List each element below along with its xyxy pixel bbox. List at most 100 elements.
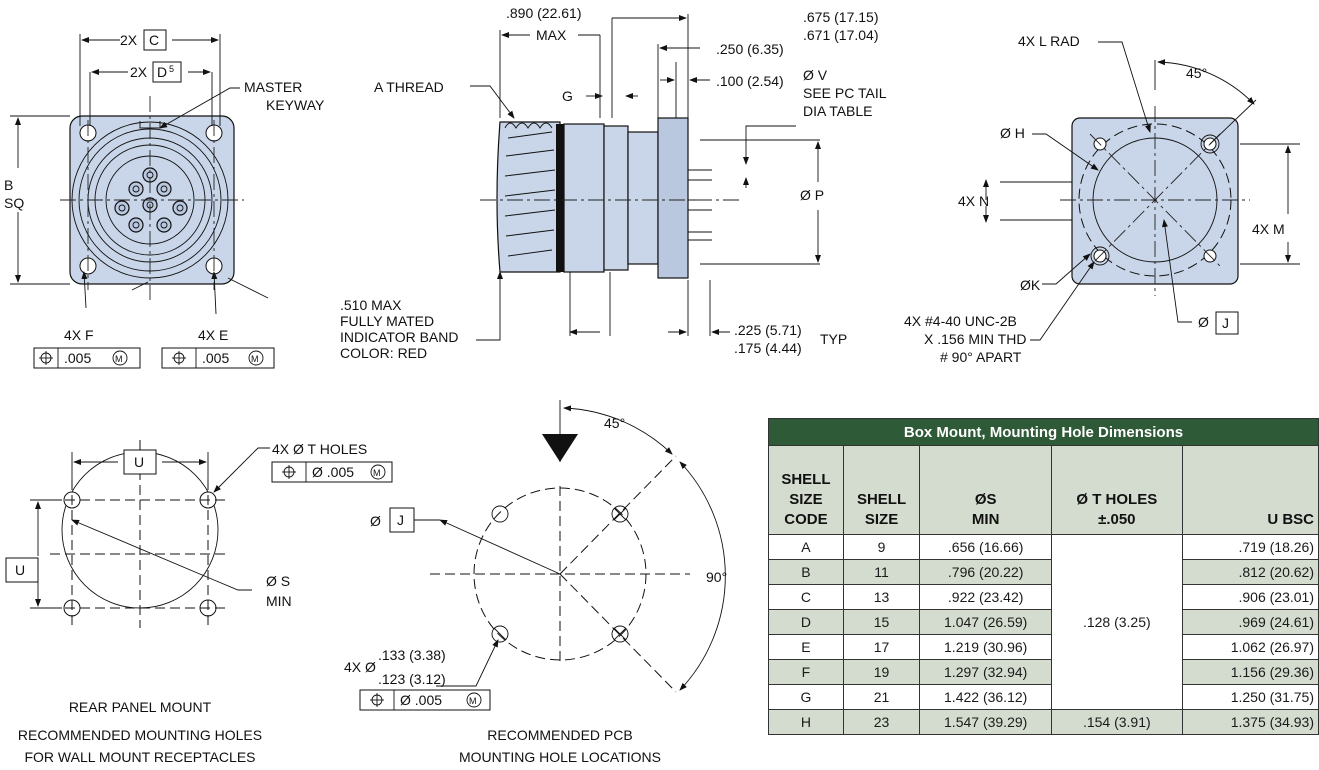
pcb-fcf-modifier: M <box>469 696 477 706</box>
max-len-label-2: MAX <box>536 27 567 43</box>
b-sq-label-1: B <box>4 177 13 193</box>
cell-size: 9 <box>842 534 921 560</box>
dim-671: .671 (17.04) <box>803 27 879 43</box>
pcb-hole-133: .133 (3.38) <box>378 647 446 663</box>
cell-code: D <box>768 609 844 635</box>
cell-code: A <box>768 534 844 560</box>
contact-pins <box>114 167 188 233</box>
table-row: G 21 1.422 (36.12) 1.250 (31.75) <box>768 684 1319 710</box>
rear-angle-label: 45° <box>1186 65 1207 81</box>
dim-d-box: D <box>157 64 167 80</box>
table-row: A 9 .656 (16.66) .128 (3.25) .719 (18.26… <box>768 534 1319 710</box>
dim-d-note: 5 <box>169 64 174 74</box>
cell-code: C <box>768 584 844 610</box>
pcb-angle-45: 45° <box>604 415 625 431</box>
dim-250: .250 (6.35) <box>716 41 784 57</box>
s-label-1: Ø S <box>266 573 290 589</box>
hole-f-label: 4X F <box>64 327 94 343</box>
cell-u: 1.156 (29.36) <box>1181 659 1319 685</box>
cell-s: 1.047 (26.59) <box>919 609 1053 635</box>
table-row: F 19 1.297 (32.94) 1.156 (29.36) <box>768 659 1319 685</box>
b-sq-label-2: SQ <box>4 195 24 211</box>
cell-code: H <box>768 709 844 735</box>
fcf-f: .005 M <box>33 347 141 369</box>
fcf-f-modifier: M <box>115 354 123 364</box>
cell-size: 15 <box>842 609 921 635</box>
cell-u: .719 (18.26) <box>1181 534 1319 560</box>
dim-175: .175 (4.44) <box>734 340 802 356</box>
pcb-hole-123: .123 (3.12) <box>378 671 446 687</box>
side-view <box>470 14 821 341</box>
fcf-e: .005 M <box>161 347 275 369</box>
cell-s: .796 (20.22) <box>919 559 1053 585</box>
cell-u: 1.062 (26.97) <box>1181 634 1319 660</box>
dim-c-box: C <box>149 32 159 48</box>
table-row: C 13 .922 (23.42) .906 (23.01) <box>768 584 1319 610</box>
cell-size: 13 <box>842 584 921 610</box>
band-label-3: INDICATOR BAND <box>340 329 459 345</box>
cell-u: .906 (23.01) <box>1181 584 1319 610</box>
front-view <box>10 34 269 315</box>
panel-caption-3: FOR WALL MOUNT RECEPTACLES <box>24 749 255 765</box>
cell-s: .922 (23.42) <box>919 584 1053 610</box>
dimension-table-viewport: Box Mount, Mounting Hole Dimensions SHEL… <box>768 418 1319 770</box>
table-row: B 11 .796 (20.22) .812 (20.62) <box>768 559 1319 585</box>
v-label-2: SEE PC TAIL <box>803 85 887 101</box>
panel-caption-2: RECOMMENDED MOUNTING HOLES <box>18 727 262 743</box>
panel-u-top: U <box>134 454 144 470</box>
cell-size: 21 <box>842 684 921 710</box>
typ-label: TYP <box>820 331 847 347</box>
cell-code: F <box>768 659 844 685</box>
cell-s: 1.422 (36.12) <box>919 684 1053 710</box>
header-u-bsc: U BSC <box>1181 445 1319 535</box>
panel-view <box>30 440 270 628</box>
cell-s: 1.297 (32.94) <box>919 659 1053 685</box>
cell-code: B <box>768 559 844 585</box>
band-label-4: COLOR: RED <box>340 345 427 361</box>
master-keyway-label-1: MASTER <box>244 79 302 95</box>
g-label: G <box>562 88 573 104</box>
cell-size: 11 <box>842 559 921 585</box>
t-holes-label: 4X Ø T HOLES <box>272 441 367 457</box>
pcb-j-prefix: Ø <box>370 513 381 529</box>
a-thread-label: A THREAD <box>374 79 444 95</box>
thread-label-2: X .156 MIN THD <box>924 331 1026 347</box>
dim-675: .675 (17.15) <box>803 9 879 25</box>
rear-j-box: J <box>1222 315 1229 331</box>
cell-size: 19 <box>842 659 921 685</box>
fcf-f-value: .005 <box>64 350 91 366</box>
pcb-angle-90: 90° <box>706 569 727 585</box>
cell-u: .969 (24.61) <box>1181 609 1319 635</box>
panel-u-left: U <box>15 562 25 578</box>
cell-size: 23 <box>842 709 921 735</box>
dim-225: .225 (5.71) <box>734 322 802 338</box>
table-title: Box Mount, Mounting Hole Dimensions <box>768 418 1319 446</box>
thread-label-1: 4X #4-40 UNC-2B <box>904 313 1017 329</box>
cell-s: 1.219 (30.96) <box>919 634 1053 660</box>
cell-t-holes-merged: .128 (3.25) <box>1051 534 1183 710</box>
s-label-2: MIN <box>266 593 292 609</box>
thread-label-3: # 90° APART <box>940 349 1022 365</box>
band-label-1: .510 MAX <box>340 297 402 313</box>
cell-s: .656 (16.66) <box>919 534 1053 560</box>
pcb-hole-prefix: 4X Ø <box>344 659 376 675</box>
max-len-label-1: .890 (22.61) <box>506 5 582 21</box>
cell-s: 1.547 (39.29) <box>919 709 1053 735</box>
cell-code: G <box>768 684 844 710</box>
pcb-caption-2: MOUNTING HOLE LOCATIONS <box>459 749 661 765</box>
pcb-caption-1: RECOMMENDED PCB <box>487 727 632 743</box>
rear-j-prefix: Ø <box>1198 314 1209 330</box>
rear-view <box>983 41 1300 341</box>
cell-u: .812 (20.62) <box>1181 559 1319 585</box>
cell-size: 17 <box>842 634 921 660</box>
cell-t-holes-partial: .154 (3.91) <box>1051 709 1183 735</box>
p-label: Ø P <box>800 187 824 203</box>
table-row: D 15 1.047 (26.59) .969 (24.61) <box>768 609 1319 635</box>
header-t-holes: Ø T HOLES±.050 <box>1051 445 1183 535</box>
fcf-e-value: .005 <box>202 350 229 366</box>
panel-fcf-value: Ø .005 <box>312 464 354 480</box>
